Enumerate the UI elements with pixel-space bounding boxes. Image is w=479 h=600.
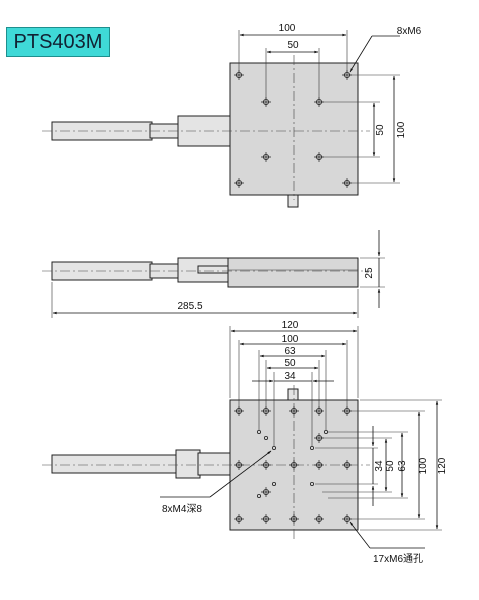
dim-top-right-inner: 50 (375, 124, 386, 136)
callout-8xm6: 8xM6 (397, 26, 422, 37)
bottom-mount-plate (197, 452, 231, 476)
dim-side-length: 285.5 (177, 301, 202, 312)
bottom-barrel (51, 454, 179, 474)
dim-bottom-right-63: 63 (397, 460, 408, 472)
callout-8xm4: 8xM4深8 (162, 503, 202, 515)
side-view: 25 285.5 (42, 230, 385, 318)
callout-17xm6: 17xM6通孔 (373, 553, 423, 565)
dim-top-right-outer: 100 (396, 121, 407, 138)
dim-side-height: 25 (364, 267, 375, 279)
dim-bottom-120: 120 (282, 320, 299, 331)
model-label: PTS403M (6, 27, 110, 57)
dim-bottom-right-50: 50 (385, 460, 396, 472)
dim-bottom-right-100: 100 (418, 457, 429, 474)
dim-bottom-50: 50 (284, 358, 296, 369)
m4-holes (256, 429, 328, 498)
side-screw (197, 265, 229, 274)
dim-top-holes: 50 (287, 40, 299, 51)
lock-screw (287, 194, 299, 208)
dim-bottom-right-120: 120 (437, 457, 448, 474)
dim-bottom-34: 34 (284, 371, 296, 382)
stage-side-body (227, 257, 359, 288)
dim-bottom-right-34: 34 (374, 460, 385, 472)
top-holes (234, 70, 352, 188)
dim-bottom-100: 100 (282, 334, 299, 345)
top-view: 100 50 50 100 8xM6 (42, 23, 422, 208)
m6-holes (234, 406, 352, 524)
bottom-view: 120 100 63 50 34 34 50 63 (42, 320, 448, 565)
bottom-mount (175, 449, 201, 479)
dim-bottom-63: 63 (284, 346, 296, 357)
bottom-lock-screw (287, 388, 299, 401)
dim-top-width: 100 (279, 23, 296, 34)
